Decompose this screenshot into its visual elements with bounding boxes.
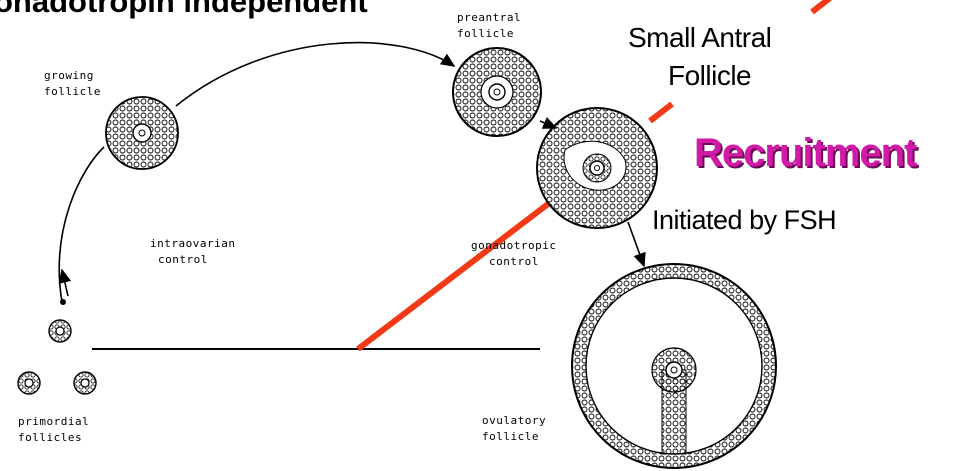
small-antral-line1: Small Antral — [628, 22, 771, 54]
arrow-growing-to-preantral — [176, 43, 454, 106]
growing-follicle-drawing — [106, 97, 178, 169]
arrow-head-growing — [62, 270, 68, 296]
primordial-follicle-right — [74, 372, 96, 394]
arrow-antral-to-ovulatory — [628, 222, 644, 266]
preantral-follicle-drawing — [453, 48, 541, 136]
gonadotropic-control-label: gonadotropic control — [471, 238, 556, 270]
threshold-line-mid — [650, 104, 672, 121]
antral-follicle-drawing — [537, 108, 657, 228]
ovulatory-follicle-drawing — [572, 264, 776, 468]
initiated-by-fsh: Initiated by FSH — [652, 205, 836, 236]
intraovarian-control-label: intraovarian control — [150, 236, 235, 268]
small-antral-line2: Follicle — [668, 60, 751, 92]
threshold-line-lower — [358, 204, 548, 349]
threshold-line-top — [812, 0, 830, 12]
primordial-follicle-top — [49, 320, 71, 342]
primordial-follicles-label: primordial follicles — [18, 414, 89, 446]
arrow-primordial-to-growing — [59, 147, 104, 302]
primordial-follicle-left — [18, 372, 40, 394]
growing-follicle-label: growing follicle — [44, 68, 101, 100]
header-fragment: onadotropin independent — [0, 0, 368, 20]
recruitment-heading: Recruitment — [694, 131, 916, 176]
ovulatory-follicle-label: ovulatory follicle — [482, 413, 546, 445]
primordial-dot — [60, 299, 66, 305]
preantral-follicle-label: preantral follicle — [457, 10, 521, 42]
